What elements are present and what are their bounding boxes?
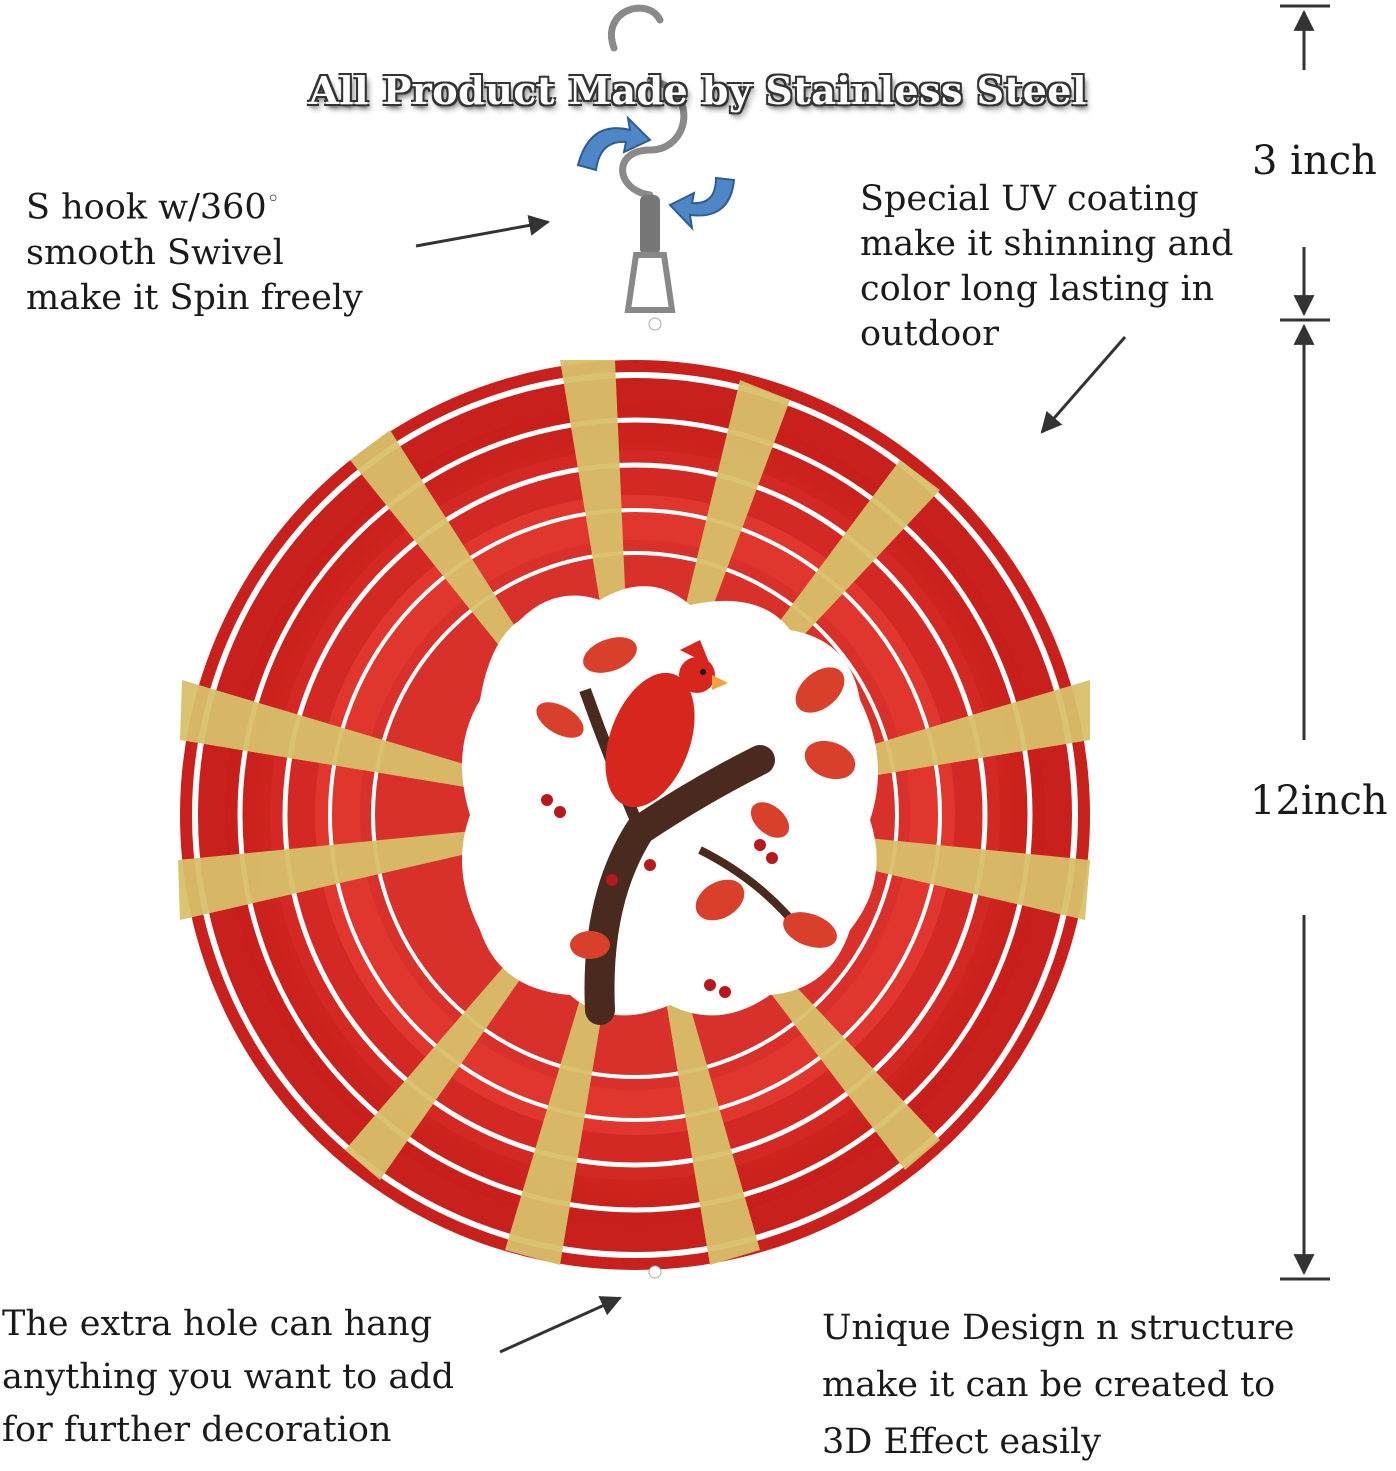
rotation-arrows-icon xyxy=(576,115,736,231)
design-callout-line: 3D Effect easily xyxy=(822,1422,1102,1462)
design-callout: Unique Design n structure make it can be… xyxy=(822,1300,1295,1471)
hook-callout: S hook w/360◦ smooth Swivel make it Spin… xyxy=(26,177,363,321)
hole-callout-line: anything you want to add xyxy=(2,1357,455,1397)
headline: All Product Made by Stainless Steel xyxy=(309,68,1087,113)
hook-callout-line: smooth Swivel xyxy=(26,232,284,273)
design-callout-line: make it can be created to xyxy=(822,1365,1276,1405)
hook-height-label: 3 inch xyxy=(1252,138,1377,184)
coating-callout-line: outdoor xyxy=(860,314,999,354)
degree-symbol: ◦ xyxy=(266,187,280,212)
coating-callout-arrow xyxy=(1040,336,1127,434)
spinner-diameter-label: 12inch xyxy=(1250,778,1388,824)
hole-callout: The extra hole can hang anything you wan… xyxy=(2,1298,454,1457)
hole-callout-arrow xyxy=(499,1296,622,1354)
extra-hole xyxy=(648,1265,662,1279)
dimension-lines xyxy=(1280,4,1330,1281)
s-hook xyxy=(608,4,688,199)
hole-callout-line: for further decoration xyxy=(2,1410,392,1450)
hook-callout-line: S hook w/360◦ xyxy=(26,187,280,228)
hook-callout-arrow xyxy=(415,215,551,248)
design-callout-line: Unique Design n structure xyxy=(822,1308,1295,1348)
swivel xyxy=(624,195,676,313)
coating-callout-line: make it shinning and xyxy=(860,224,1234,264)
wind-spinner xyxy=(178,317,1090,1279)
coating-callout-line: color long lasting in xyxy=(860,269,1215,309)
coating-callout: Special UV coating make it shinning and … xyxy=(860,177,1233,357)
hole-callout-line: The extra hole can hang xyxy=(2,1304,433,1344)
hook-callout-line: make it Spin freely xyxy=(26,277,363,318)
coating-callout-line: Special UV coating xyxy=(860,179,1199,219)
